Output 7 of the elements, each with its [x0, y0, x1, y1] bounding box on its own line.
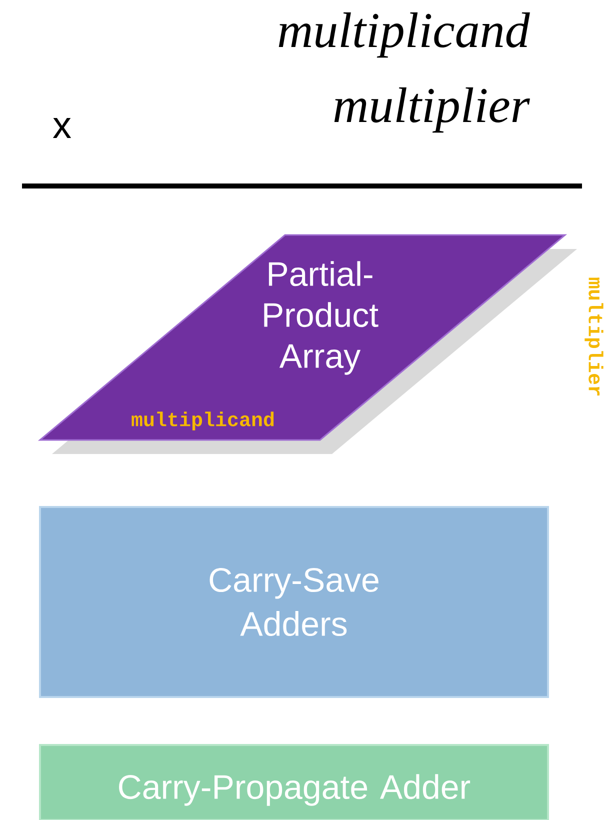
operand-label: multiplicand — [278, 12, 530, 58]
process-box: Carry-Save Adders — [39, 506, 549, 698]
input-label: multiplier — [584, 278, 604, 396]
operator-label: x — [52, 118, 72, 138]
process-box: Carry-Propagate Adder — [39, 744, 549, 820]
input-label: multiplicand — [132, 412, 274, 430]
operand-label: multiplier — [334, 87, 530, 133]
